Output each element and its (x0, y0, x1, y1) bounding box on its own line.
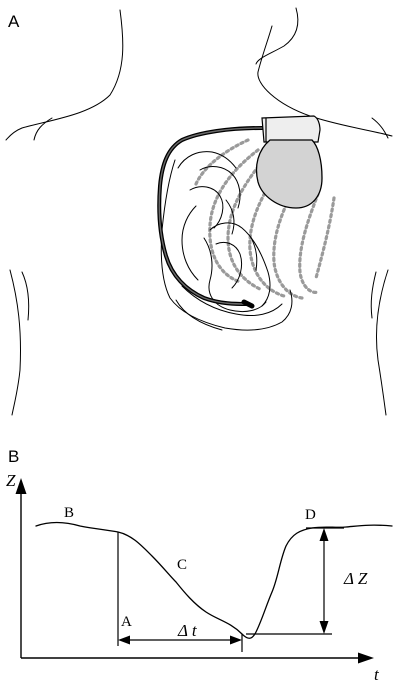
z-axis-label: Z (6, 471, 16, 490)
t-axis-label: t (374, 665, 380, 684)
delta-t-arrow (118, 635, 242, 645)
z-axis-arrowhead (15, 478, 27, 494)
point-label-d: D (305, 507, 316, 523)
point-label-a: A (121, 614, 132, 630)
delta-t-label: Δ t (177, 621, 198, 640)
point-label-c: C (177, 557, 187, 573)
panel-a: A (5, 7, 393, 416)
panel-b: B Z t B C D (6, 447, 393, 684)
impedance-curve (35, 521, 393, 639)
heart-sketch (160, 151, 293, 331)
delta-z-arrow (319, 528, 329, 634)
panel-b-letter: B (8, 447, 19, 466)
delta-z-label: Δ Z (343, 569, 368, 588)
axes: Z t (6, 471, 380, 684)
torso-outline (5, 7, 393, 416)
pacemaker-device (255, 115, 323, 209)
t-axis-arrowhead (358, 652, 374, 664)
pacemaker-lead (157, 126, 264, 309)
point-label-b: B (64, 505, 74, 521)
panel-a-letter: A (8, 12, 20, 31)
